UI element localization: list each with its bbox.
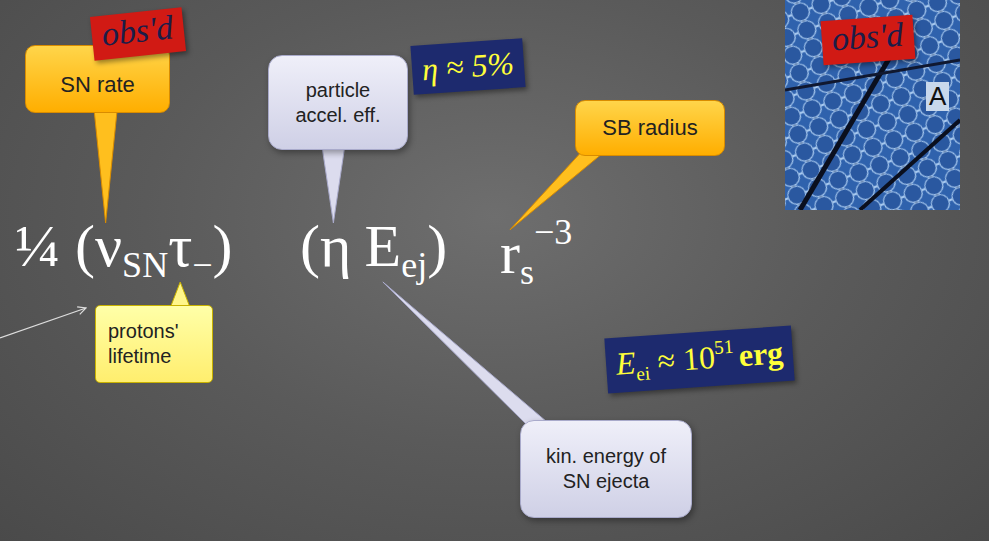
sticker: obs'd: [821, 15, 915, 65]
formula: (ηEej): [300, 212, 447, 286]
sticker: Eei≈ 1051erg: [604, 326, 795, 394]
photo-letter: A: [926, 82, 949, 111]
text-holder: obs'd: [831, 16, 905, 59]
text-holder: obs'd: [100, 8, 175, 53]
callout-box: kin. energy of SN ejecta: [520, 420, 692, 518]
callout-text: protons' lifetime: [108, 320, 179, 367]
callout-box: SB radius: [575, 100, 725, 156]
formula-symbol: ej: [401, 245, 427, 285]
callout-tail: [321, 142, 345, 223]
callout-tail: [383, 282, 554, 428]
text-holder: kin. energy of SN ejecta: [535, 444, 677, 494]
text-holder: protons' lifetime: [108, 319, 200, 369]
formula: ¼: [15, 212, 60, 281]
callout-text: η ≈ 5%: [421, 45, 515, 87]
formula-symbol: SN: [122, 245, 168, 285]
callout-text: erg: [738, 335, 785, 374]
callout-text: ei: [636, 363, 651, 385]
formula-symbol: ): [427, 213, 447, 279]
formula-symbol: ): [213, 213, 233, 279]
formula-symbol: −3: [534, 212, 572, 252]
formula-symbol: r: [500, 220, 520, 286]
formula-symbol: E: [365, 213, 402, 279]
callout-text: kin. energy of SN ejecta: [546, 445, 666, 492]
callout-text: particle accel. eff.: [295, 79, 380, 126]
sticker: η ≈ 5%: [410, 38, 525, 95]
callout-text: 51: [713, 336, 734, 358]
formula: rs−3: [500, 212, 572, 293]
text-holder: SN rate: [60, 72, 135, 98]
formula-symbol: (ν: [75, 213, 122, 279]
formula-symbol: s: [520, 252, 534, 292]
text-holder: Eei≈ 1051erg: [615, 332, 785, 387]
callout-text: obs'd: [831, 16, 905, 58]
callout-text: obs'd: [100, 8, 175, 52]
callout-tail: [94, 105, 118, 223]
telescope-photo: [785, 0, 960, 210]
text-holder: η ≈ 5%: [421, 45, 515, 88]
formula-symbol: (η: [300, 213, 351, 279]
pointer-arrow: [0, 308, 86, 338]
callout-box: protons' lifetime: [95, 305, 213, 383]
formula-symbol: −: [192, 245, 212, 285]
formula-symbol: ¼: [15, 213, 60, 279]
formula-symbol: τ: [168, 213, 192, 279]
text-holder: particle accel. eff.: [283, 78, 393, 128]
sticker: obs'd: [90, 7, 186, 60]
callout-text: SN rate: [60, 72, 135, 97]
callout-text: E: [615, 345, 637, 382]
callout-box: particle accel. eff.: [268, 55, 408, 150]
callout-text: ≈ 10: [656, 339, 716, 379]
callout-text: SB radius: [602, 115, 697, 140]
formula: (νSNτ−): [75, 212, 233, 286]
text-holder: SB radius: [602, 115, 697, 141]
